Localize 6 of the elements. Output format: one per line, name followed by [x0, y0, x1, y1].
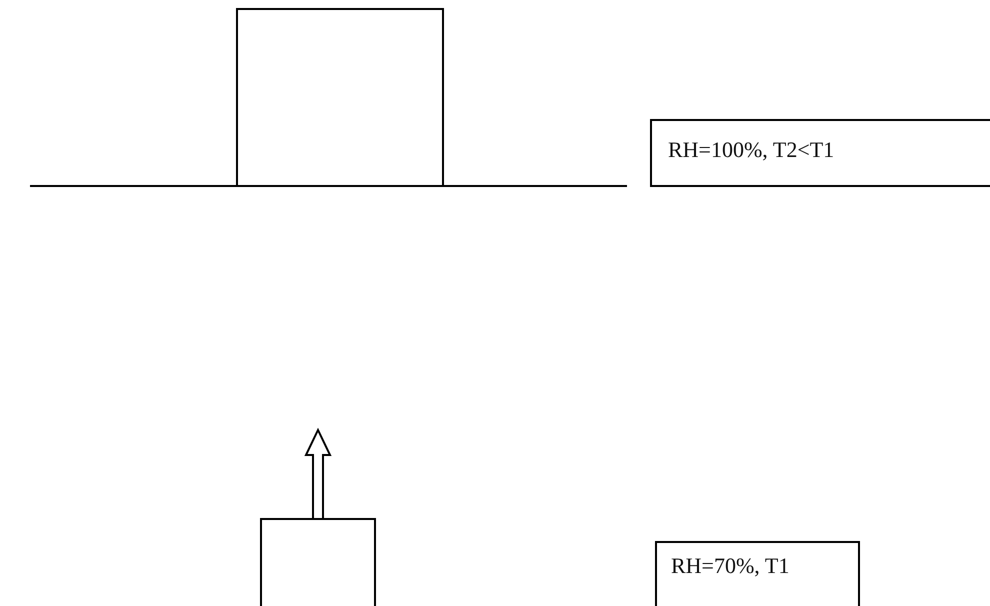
condition-text: RH=70%, T1 — [671, 553, 790, 579]
condition-text: RH=100%, T2<T1 — [668, 137, 834, 163]
block-outline — [236, 8, 444, 187]
block-outline — [260, 518, 376, 606]
label-box — [655, 541, 860, 606]
label-box — [650, 119, 990, 187]
